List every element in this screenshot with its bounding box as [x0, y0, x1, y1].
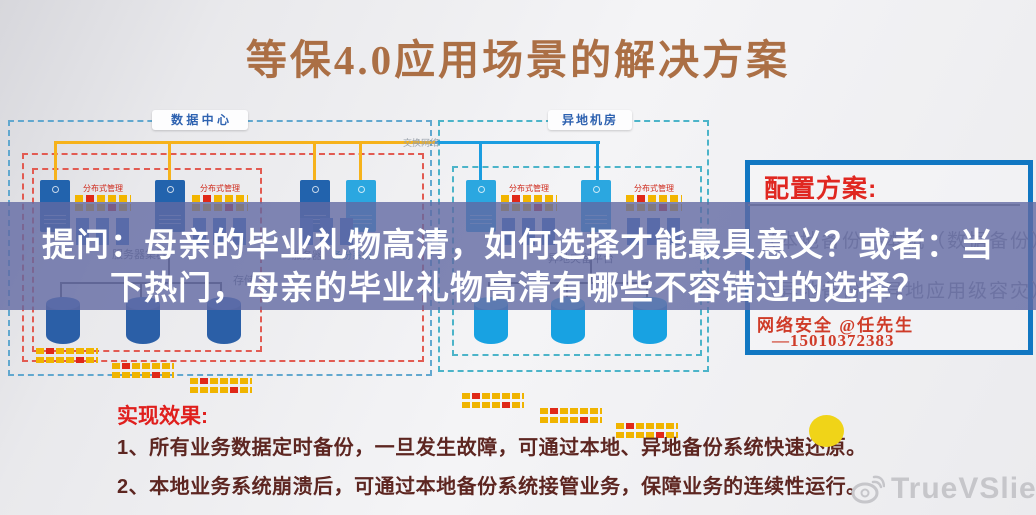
cluster-label: 分布式管理	[634, 184, 674, 193]
yellow-drop-4	[359, 143, 362, 181]
page-title: 等保4.0应用场景的解决方案	[245, 37, 791, 83]
database-cylinder-icon	[126, 297, 160, 344]
tab-remote-room: 异地机房	[548, 110, 632, 130]
database-cylinder-icon	[207, 297, 241, 344]
block-strip	[190, 378, 252, 393]
yellow-dot	[809, 415, 844, 447]
cluster-label: 分布式管理	[83, 184, 123, 193]
watermark: TrueVSlie	[851, 472, 1036, 506]
database-cylinder-icon	[633, 297, 667, 344]
contact-name: 网络安全 @任先生	[757, 316, 915, 335]
blue-bus-line	[435, 141, 600, 144]
results-heading: 实现效果:	[117, 405, 208, 428]
config-plan-heading: 配置方案:	[764, 175, 878, 203]
results-item-2: 2、本地业务系统崩溃后，可通过本地备份系统接管业务，保障业务的连续性运行。	[117, 476, 867, 498]
blue-drop-2	[596, 143, 599, 181]
cluster-label: 分布式管理	[509, 184, 549, 193]
yellow-drop-1	[54, 143, 57, 181]
block-strip	[616, 423, 678, 438]
yellow-bus-line	[54, 141, 435, 144]
database-cylinder-icon	[551, 297, 585, 344]
yellow-drop-3	[313, 143, 316, 181]
database-cylinder-icon	[46, 297, 80, 344]
overlay-question-line-2: 下热门，母亲的毕业礼物高清有哪些不容错过的选择？	[110, 269, 926, 306]
contact-phone: —15010372383	[772, 331, 895, 350]
results-item-1: 1、所有业务数据定时备份，一旦发生故障，可通过本地、异地备份系统快速还原。	[117, 437, 867, 459]
block-strip	[36, 348, 98, 363]
database-cylinder-icon	[474, 297, 508, 344]
overlay-band	[0, 202, 1036, 310]
block-strip	[112, 363, 174, 378]
switch-network-label: 交换网络	[403, 138, 440, 148]
block-strip	[462, 393, 524, 408]
tab-datacenter: 数 据 中 心	[152, 110, 248, 130]
weibo-icon	[851, 475, 885, 504]
blue-drop-1	[479, 143, 482, 181]
block-strip	[540, 408, 602, 423]
yellow-drop-2	[168, 143, 171, 181]
watermark-text: TrueVSlie	[891, 472, 1036, 505]
cluster-label: 分布式管理	[200, 184, 240, 193]
overlay-question-line-1: 提问：母亲的毕业礼物高清，如何选择才能最具意义？或者：当	[42, 226, 994, 263]
